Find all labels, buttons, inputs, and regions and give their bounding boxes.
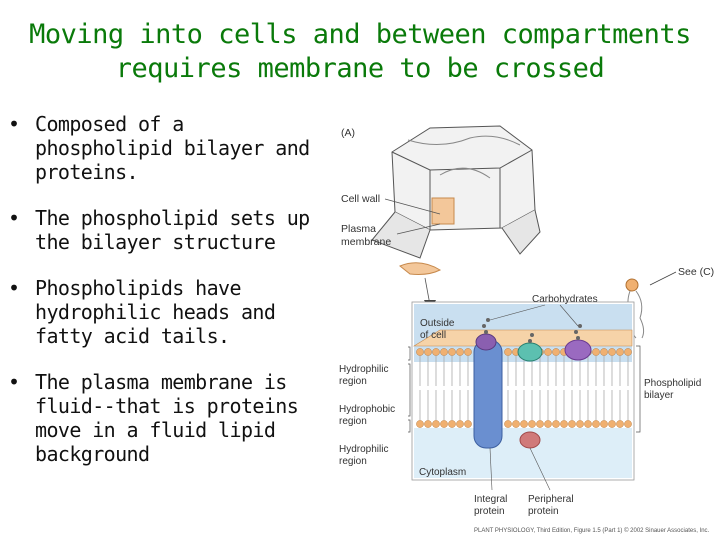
label-hydrophilic-bottom-2: region	[339, 456, 367, 467]
surface-protein-shape	[564, 339, 592, 361]
label-plasma-2: membrane	[341, 236, 391, 248]
panel-label: (A)	[341, 127, 355, 139]
label-phospholipid-1: Phospholipid	[644, 378, 701, 389]
title-line-2: requires membrane to be crossed	[115, 53, 605, 84]
label-cell-wall: Cell wall	[341, 193, 380, 205]
label-hydrophobic-2: region	[339, 416, 367, 427]
figure-caption: PLANT PHYSIOLOGY, Third Edition, Figure …	[474, 527, 710, 534]
label-hydrophilic-bottom-1: Hydrophilic	[339, 444, 388, 455]
bullet-item: • Phospholipids have hydrophilic heads a…	[8, 276, 328, 348]
membrane-figure: (A) Cell wall Plasma membrane See (C)	[339, 125, 714, 534]
label-integral-2: protein	[474, 506, 505, 517]
label-phospholipid-2: bilayer	[644, 390, 674, 401]
label-hydrophobic-1: Hydrophobic	[339, 404, 395, 415]
label-see-c: See (C)	[678, 266, 714, 278]
see-c-arrow-icon	[649, 271, 677, 286]
label-hydrophilic-top-1: Hydrophilic	[339, 364, 388, 375]
bullet-marker: •	[8, 276, 20, 300]
label-peripheral-1: Peripheral	[528, 494, 574, 505]
membrane-highlight	[431, 197, 455, 225]
bullet-item: • The phospholipid sets up the bilayer s…	[8, 206, 328, 254]
label-cytoplasm: Cytoplasm	[419, 467, 466, 478]
bullet-text: Phospholipids have hydrophilic heads and…	[35, 276, 276, 348]
bullet-marker: •	[8, 206, 20, 230]
label-outside-1: Outside	[420, 318, 455, 329]
integral-protein-shape	[473, 339, 503, 449]
bullet-item: • The plasma membrane is fluid--that is …	[8, 370, 328, 466]
title-line-1: Moving into cells and between compartmen…	[29, 19, 691, 50]
plant-cell-illustration	[371, 125, 541, 275]
bullet-marker: •	[8, 112, 20, 136]
bullet-text: The plasma membrane is fluid--that is pr…	[35, 370, 299, 466]
label-outside-2: of cell	[420, 330, 446, 341]
label-peripheral-2: protein	[528, 506, 559, 517]
region-brackets	[408, 345, 641, 433]
bullet-marker: •	[8, 370, 20, 394]
carbohydrate-chains	[482, 318, 582, 343]
membrane-block	[411, 301, 635, 481]
slide-title: Moving into cells and between compartmen…	[0, 18, 720, 86]
bottom-lipid-heads	[416, 420, 632, 428]
bullet-text: The phospholipid sets up the bilayer str…	[35, 206, 310, 254]
bullet-list: • Composed of a phospholipid bilayer and…	[8, 112, 328, 488]
bullet-text: Composed of a phospholipid bilayer and p…	[35, 112, 310, 184]
bullet-item: • Composed of a phospholipid bilayer and…	[8, 112, 328, 184]
label-carbohydrates: Carbohydrates	[532, 294, 598, 305]
lipid-tails	[419, 356, 629, 420]
glycoprotein-shape	[475, 333, 497, 351]
label-hydrophilic-top-2: region	[339, 376, 367, 387]
surface-protein-shape	[517, 342, 543, 362]
label-integral-1: Integral	[474, 494, 507, 505]
peripheral-protein-shape	[519, 431, 541, 449]
label-plasma-1: Plasma	[341, 223, 376, 235]
